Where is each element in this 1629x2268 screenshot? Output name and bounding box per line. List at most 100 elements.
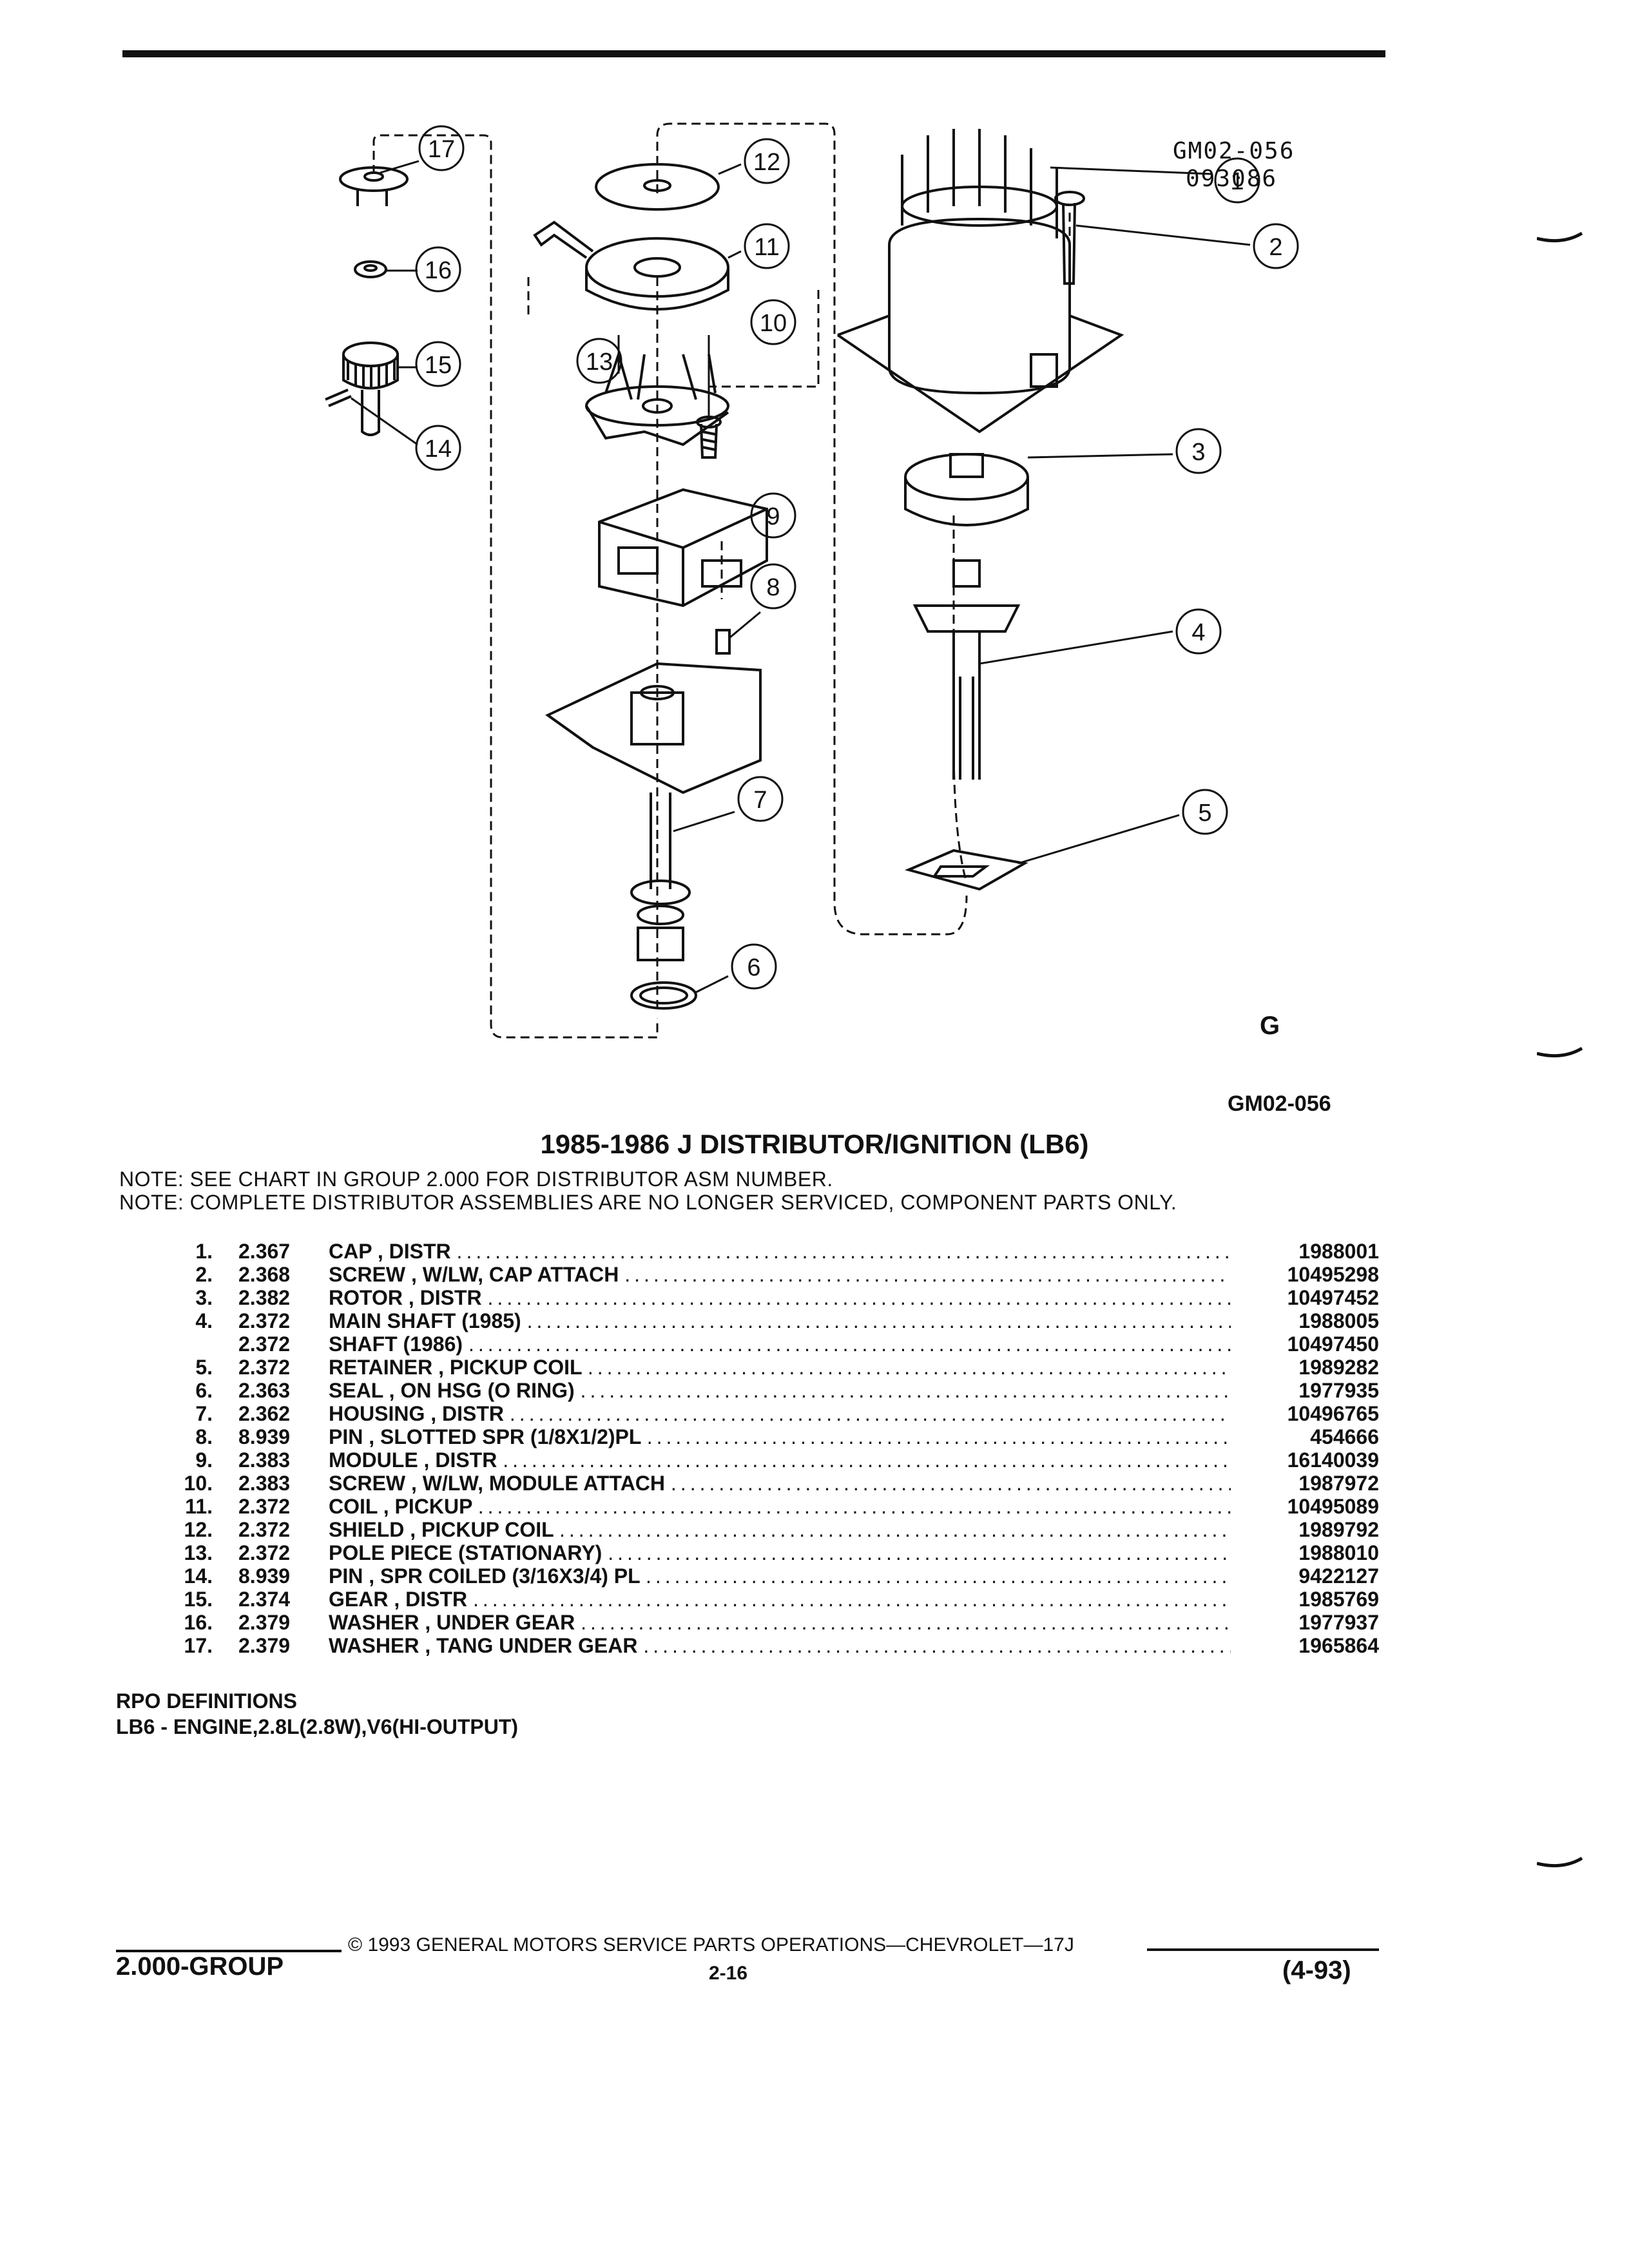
- footer-rule-right: [1147, 1948, 1379, 1951]
- item-description: POLE PIECE (STATIONARY) ................…: [329, 1541, 1231, 1564]
- item-number: 1.: [195, 1240, 213, 1263]
- item-description: MODULE , DISTR .........................…: [329, 1448, 1231, 1472]
- item-number: 14.: [184, 1564, 213, 1588]
- callout-label-11: 11: [754, 234, 779, 261]
- note-1: NOTE: SEE CHART IN GROUP 2.000 FOR DISTR…: [119, 1168, 833, 1191]
- callout-10: [750, 299, 796, 345]
- group-number: 2.372: [238, 1518, 291, 1541]
- callout-label-15: 15: [425, 352, 452, 379]
- pickup-coil-part: [533, 220, 729, 311]
- part-number: 1988005: [1298, 1309, 1379, 1332]
- item-description: SEAL , ON HSG (O RING) .................…: [329, 1379, 1231, 1402]
- item-number: 8.: [195, 1425, 213, 1448]
- callout-12: [744, 138, 790, 184]
- pin-part: [325, 389, 352, 407]
- item-number: 6.: [195, 1379, 213, 1402]
- callout-8: [750, 563, 796, 610]
- item-description: MAIN SHAFT (1985) ......................…: [329, 1309, 1231, 1332]
- note-2: NOTE: COMPLETE DISTRIBUTOR ASSEMBLIES AR…: [119, 1191, 1177, 1214]
- module-part: [598, 488, 768, 608]
- callout-label-2: 2: [1269, 234, 1282, 261]
- housing-part: [545, 662, 762, 961]
- item-number: 12.: [184, 1518, 213, 1541]
- item-description: PIN , SPR COILED (3/16X3/4) PL .........…: [329, 1564, 1231, 1588]
- callout-16: [415, 246, 461, 293]
- callout-5: [1182, 789, 1228, 835]
- group-number: 2.362: [238, 1402, 291, 1425]
- footer-group: 2.000-GROUP: [116, 1952, 284, 1981]
- callout-label-8: 8: [766, 574, 780, 601]
- item-description: WASHER , TANG UNDER GEAR ...............…: [329, 1634, 1231, 1657]
- part-number: 16140039: [1287, 1448, 1379, 1472]
- table-row: 4. 2.372 MAIN SHAFT (1985) ...............…: [148, 1309, 1379, 1332]
- binding-mark: [1537, 1047, 1583, 1058]
- page-title: 1985-1986 J DISTRIBUTOR/IGNITION (LB6): [540, 1129, 1089, 1159]
- callout-label-12: 12: [753, 149, 780, 176]
- g-logo: G: [1260, 1012, 1280, 1040]
- part-number: 10497452: [1287, 1286, 1379, 1309]
- group-number: 2.374: [238, 1588, 291, 1611]
- callout-3: [1175, 428, 1222, 474]
- footer-date: (4-93): [1282, 1956, 1351, 1984]
- item-description: SCREW , W/LW, MODULE ATTACH ............…: [329, 1472, 1231, 1495]
- callout-15: [415, 341, 461, 387]
- rotor-part: [904, 453, 1029, 526]
- group-number: 8.939: [238, 1425, 291, 1448]
- group-number: 2.382: [238, 1286, 291, 1309]
- callout-label-1: 1: [1230, 168, 1244, 195]
- cap-screw-part: [1054, 191, 1085, 285]
- item-number: 9.: [195, 1448, 213, 1472]
- item-number: 4.: [195, 1309, 213, 1332]
- part-number: 1987972: [1298, 1472, 1379, 1495]
- group-number: 2.372: [238, 1541, 291, 1564]
- leader-lines: [351, 160, 1251, 994]
- binding-mark: [1537, 1857, 1583, 1868]
- group-number: 2.379: [238, 1634, 291, 1657]
- screw-part: [696, 416, 722, 459]
- part-number: 1989282: [1298, 1356, 1379, 1379]
- table-row: 12. 2.372 SHIELD , PICKUP COIL ...........…: [148, 1518, 1379, 1541]
- callout-9: [750, 492, 796, 539]
- group-number: 8.939: [238, 1564, 291, 1588]
- washer-tang-part: [339, 166, 409, 206]
- figure-code: GM02-056: [1173, 138, 1295, 164]
- cap-part: [836, 129, 1124, 434]
- item-description: SCREW , W/LW, CAP ATTACH ...............…: [329, 1263, 1231, 1286]
- callout-label-7: 7: [753, 787, 767, 814]
- part-number: 1988001: [1298, 1240, 1379, 1263]
- callout-label-14: 14: [425, 436, 452, 463]
- item-description: SHIELD , PICKUP COIL ...................…: [329, 1518, 1231, 1541]
- figure-code-bottom: GM02-056: [1228, 1091, 1331, 1116]
- figure-date-code: 093086: [1186, 166, 1278, 192]
- binding-mark: [1537, 232, 1583, 243]
- retainer-part: [904, 849, 1028, 891]
- table-row: 13. 2.372 POLE PIECE (STATIONARY) ........…: [148, 1541, 1379, 1564]
- group-number: 2.372: [238, 1495, 291, 1518]
- table-row: 3. 2.382 ROTOR , DISTR ...................…: [148, 1286, 1379, 1309]
- part-number: 1965864: [1298, 1634, 1379, 1657]
- item-description: ROTOR , DISTR ..........................…: [329, 1286, 1231, 1309]
- item-number: 15.: [184, 1588, 213, 1611]
- item-number: 13.: [184, 1541, 213, 1564]
- item-number: 3.: [195, 1286, 213, 1309]
- main-shaft-part: [912, 559, 1021, 780]
- group-number: 2.372: [238, 1309, 291, 1332]
- part-number: 10495298: [1287, 1263, 1379, 1286]
- item-description: PIN , SLOTTED SPR (1/8X1/2)PL ..........…: [329, 1425, 1231, 1448]
- callouts: [415, 125, 1299, 990]
- distributor-exploded-diagram: 1 2 3 4 5 6 7 8 9 10 11 12 13 14 15 16 1…: [325, 122, 1299, 1039]
- part-number: 10497450: [1287, 1332, 1379, 1356]
- item-number: [148, 1332, 238, 1356]
- table-row: 8. 8.939 PIN , SLOTTED SPR (1/8X1/2)PL ...…: [148, 1425, 1379, 1448]
- callout-17: [418, 125, 465, 171]
- item-description: CAP , DISTR ............................…: [329, 1240, 1231, 1263]
- callout-label-10: 10: [760, 310, 787, 337]
- callout-labels: 1 2 3 4 5 6 7 8 9 10 11 12 13 14 15 16 1…: [425, 136, 1283, 981]
